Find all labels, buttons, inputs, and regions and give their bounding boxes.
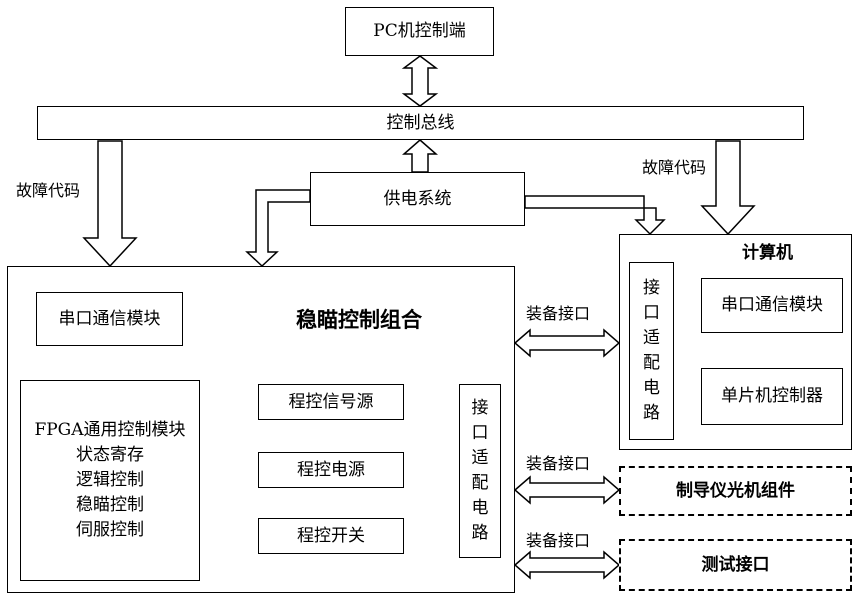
power-to-bus-arrow [404,140,436,172]
power-label: 供电系统 [384,191,452,208]
stab-serial-label: 串口通信模块 [59,311,161,328]
guidance-optics-box: 制导仪光机组件 [619,466,852,516]
stab-serial-module: 串口通信模块 [36,292,183,346]
fpga-line-2: 逻辑控制 [76,468,144,493]
mcu-controller-box: 单片机控制器 [701,368,843,425]
computer-adapter-circuit: 接 口 适 配 电 路 [629,262,674,440]
programmable-psu-label: 程控电源 [297,462,365,479]
fpga-line-3: 稳瞄控制 [76,493,144,518]
stab-adapter-char: 适 [472,446,489,471]
computer-adapter-char: 电 [643,376,660,401]
computer-serial-label: 串口通信模块 [721,297,823,314]
programmable-psu-box: 程控电源 [258,452,404,488]
computer-serial-module: 串口通信模块 [701,278,843,333]
programmable-switch-box: 程控开关 [258,518,404,554]
fault-right-arrow [702,141,754,234]
fpga-line-0: FPGA通用控制模块 [34,418,185,443]
programmable-switch-label: 程控开关 [297,528,365,545]
control-bus-bar: 控制总线 [37,106,804,140]
equip-interface-label-3: 装备接口 [526,533,590,549]
guidance-optics-label: 制导仪光机组件 [676,483,795,500]
computer-adapter-char: 配 [643,351,660,376]
computer-adapter-char: 接 [643,276,660,301]
power-to-stab-arrow [247,190,310,266]
power-system-box: 供电系统 [310,172,525,226]
computer-adapter-char: 口 [643,301,660,326]
stab-group-title: 稳瞄控制组合 [296,309,422,330]
equip3-arrow [515,552,619,578]
equip-interface-label-1: 装备接口 [526,306,590,322]
fpga-line-4: 伺服控制 [76,518,144,543]
stab-adapter-char: 接 [472,396,489,421]
fault-code-right-label: 故障代码 [642,160,706,176]
equip1-arrow [515,330,619,356]
stab-adapter-char: 路 [472,521,489,546]
power-to-computer-arrow [525,196,664,234]
pc-label: PC机控制端 [373,23,465,40]
signal-source-box: 程控信号源 [258,384,404,420]
test-interface-label: 测试接口 [702,557,770,574]
fpga-module: FPGA通用控制模块 状态寄存 逻辑控制 稳瞄控制 伺服控制 [20,380,200,581]
fault-left-arrow [84,141,136,266]
stab-adapter-circuit: 接 口 适 配 电 路 [459,384,501,558]
computer-adapter-char: 路 [643,401,660,426]
fault-code-left-label: 故障代码 [16,183,80,199]
stab-adapter-char: 电 [472,496,489,521]
bus-label: 控制总线 [387,115,455,132]
signal-source-label: 程控信号源 [289,394,374,411]
stab-adapter-char: 口 [472,421,489,446]
fpga-line-1: 状态寄存 [76,443,144,468]
test-interface-box: 测试接口 [619,539,852,591]
pc-bus-arrow [404,56,436,106]
computer-title: 计算机 [742,245,793,262]
equip-interface-label-2: 装备接口 [526,456,590,472]
computer-adapter-char: 适 [643,326,660,351]
pc-control-box: PC机控制端 [345,7,494,56]
equip2-arrow [515,477,619,503]
mcu-controller-label: 单片机控制器 [721,388,823,405]
stab-adapter-char: 配 [472,471,489,496]
